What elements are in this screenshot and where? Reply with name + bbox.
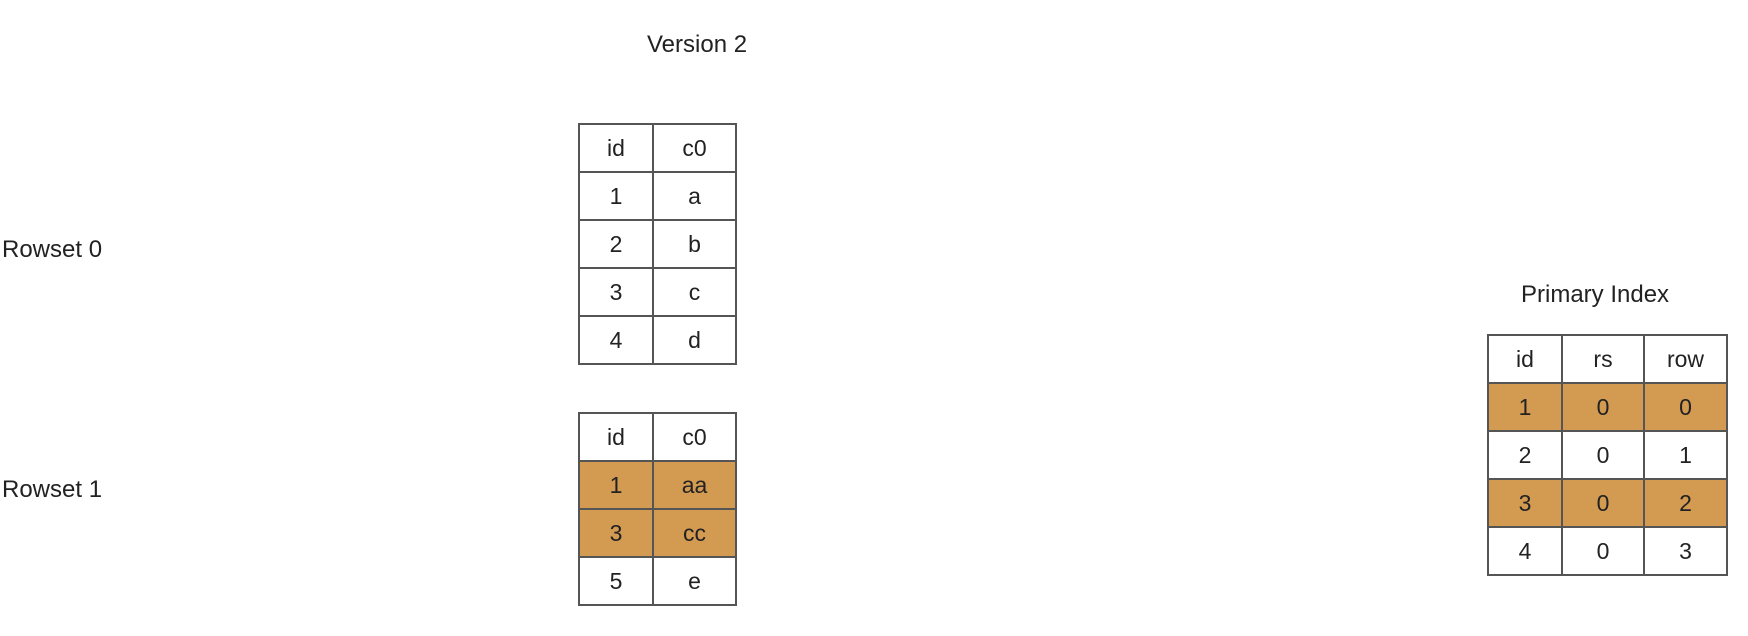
- cell-id: 3: [1487, 478, 1563, 528]
- cell-id: 1: [578, 171, 654, 221]
- table-header-row: id c0: [578, 412, 737, 462]
- cell-id: 2: [578, 219, 654, 269]
- cell-c0: b: [652, 219, 737, 269]
- table-header-row: id c0: [578, 123, 737, 173]
- version-title: Version 2: [647, 31, 748, 58]
- cell-c0: cc: [652, 508, 737, 558]
- cell-row: 0: [1643, 382, 1728, 432]
- cell-rs: 0: [1561, 526, 1645, 576]
- cell-id: 3: [578, 508, 654, 558]
- cell-id: 4: [578, 315, 654, 365]
- rowset-1-table: id c0 1 aa 3 cc 5 e: [578, 412, 737, 606]
- table-row: 4 d: [578, 315, 737, 365]
- table-row: 4 0 3: [1487, 526, 1728, 576]
- cell-rs: 0: [1561, 382, 1645, 432]
- cell-id: 2: [1487, 430, 1563, 480]
- rowset-0-label: Rowset 0: [2, 236, 103, 263]
- cell-id: 4: [1487, 526, 1563, 576]
- table-row: 2 b: [578, 219, 737, 269]
- cell-id: 1: [578, 460, 654, 510]
- column-header-rs: rs: [1561, 334, 1645, 384]
- cell-row: 3: [1643, 526, 1728, 576]
- column-header-c0: c0: [652, 412, 737, 462]
- cell-c0: aa: [652, 460, 737, 510]
- cell-id: 5: [578, 556, 654, 606]
- table-row: 1 aa: [578, 460, 737, 510]
- table-row: 3 c: [578, 267, 737, 317]
- cell-c0: e: [652, 556, 737, 606]
- cell-row: 1: [1643, 430, 1728, 480]
- cell-c0: d: [652, 315, 737, 365]
- table-row: 1 a: [578, 171, 737, 221]
- cell-id: 3: [578, 267, 654, 317]
- column-header-id: id: [578, 123, 654, 173]
- table-row: 5 e: [578, 556, 737, 606]
- table-row: 2 0 1: [1487, 430, 1728, 480]
- cell-rs: 0: [1561, 478, 1645, 528]
- cell-c0: c: [652, 267, 737, 317]
- cell-row: 2: [1643, 478, 1728, 528]
- primary-index-table: id rs row 1 0 0 2 0 1 3 0 2 4 0 3: [1487, 334, 1728, 576]
- cell-rs: 0: [1561, 430, 1645, 480]
- table-header-row: id rs row: [1487, 334, 1728, 384]
- table-row: 3 cc: [578, 508, 737, 558]
- column-header-row: row: [1643, 334, 1728, 384]
- table-row: 1 0 0: [1487, 382, 1728, 432]
- rowset-1-label: Rowset 1: [2, 476, 103, 503]
- rowset-0-table: id c0 1 a 2 b 3 c 4 d: [578, 123, 737, 365]
- primary-index-label: Primary Index: [1521, 281, 1670, 308]
- column-header-id: id: [578, 412, 654, 462]
- cell-id: 1: [1487, 382, 1563, 432]
- column-header-c0: c0: [652, 123, 737, 173]
- column-header-id: id: [1487, 334, 1563, 384]
- cell-c0: a: [652, 171, 737, 221]
- table-row: 3 0 2: [1487, 478, 1728, 528]
